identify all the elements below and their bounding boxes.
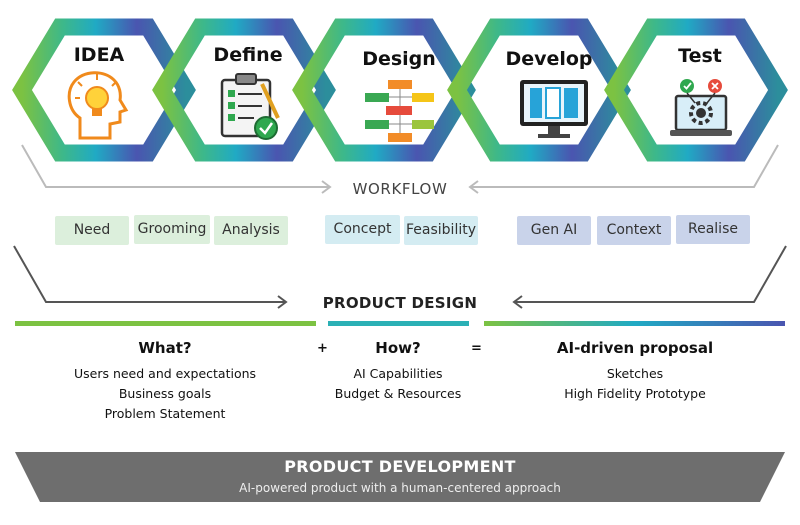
- divider-bar-what: [15, 321, 316, 326]
- flowchart-icon: [365, 80, 434, 142]
- product-design-arrow-left: [13, 245, 286, 303]
- hexagon-chain: [12, 18, 788, 162]
- chip-analysis: Analysis: [214, 216, 288, 245]
- banner-title: PRODUCT DEVELOPMENT: [284, 457, 516, 476]
- column-what-item: Problem Statement: [104, 406, 226, 421]
- laptop-gear-icon: [670, 79, 732, 136]
- hexagon-design: [292, 18, 476, 162]
- head-lightbulb-icon: [67, 71, 129, 140]
- column-what-title: What?: [138, 339, 192, 357]
- divider-bar-how: [328, 321, 469, 326]
- hexagon-define: [152, 18, 336, 162]
- chip-grooming: Grooming: [134, 215, 210, 244]
- divider-bar-proposal: [484, 321, 785, 326]
- chip-need: Need: [55, 216, 129, 245]
- stage-title-define: Define: [213, 44, 283, 66]
- column-proposal-item: High Fidelity Prototype: [564, 386, 706, 401]
- clipboard-checklist-icon: [220, 73, 280, 140]
- product-development-banner: [15, 452, 785, 502]
- hexagon-idea: [12, 18, 196, 162]
- chip-concept: Concept: [325, 215, 400, 244]
- monitor-icon: [520, 80, 588, 138]
- workflow-label: WORKFLOW: [352, 180, 448, 198]
- column-what-item: Users need and expectations: [73, 366, 257, 381]
- product-design-arrow-right: [514, 245, 787, 303]
- stage-title-design: Design: [362, 48, 436, 70]
- chip-feasibility: Feasibility: [404, 216, 478, 245]
- workflow-arrows: [21, 144, 779, 194]
- stage-title-test: Test: [678, 45, 722, 67]
- column-what-item: Business goals: [118, 386, 212, 401]
- chip-realise: Realise: [676, 215, 750, 244]
- product-design-label: PRODUCT DESIGN: [322, 294, 478, 312]
- hexagon-test: [604, 18, 788, 162]
- chip-gen-ai: Gen AI: [517, 216, 591, 245]
- column-proposal-item: Sketches: [606, 366, 664, 381]
- hexagon-develop: [447, 18, 631, 162]
- divider-bars: [15, 321, 785, 326]
- product-design-arrows: [13, 245, 787, 309]
- banner-subtitle: AI-powered product with a human-centered…: [239, 481, 561, 495]
- workflow-arrow-right: [470, 144, 779, 188]
- column-how-item: Budget & Resources: [334, 386, 462, 401]
- column-how-title: How?: [375, 339, 421, 357]
- workflow-arrow-left: [21, 144, 330, 188]
- plus-operator: +: [317, 341, 328, 356]
- column-how-item: AI Capabilities: [353, 366, 443, 381]
- stage-title-idea: IDEA: [73, 44, 125, 66]
- column-proposal-title: AI-driven proposal: [556, 339, 714, 357]
- equals-operator: =: [471, 341, 482, 356]
- chip-context: Context: [597, 216, 671, 245]
- stage-title-develop: Develop: [505, 48, 593, 70]
